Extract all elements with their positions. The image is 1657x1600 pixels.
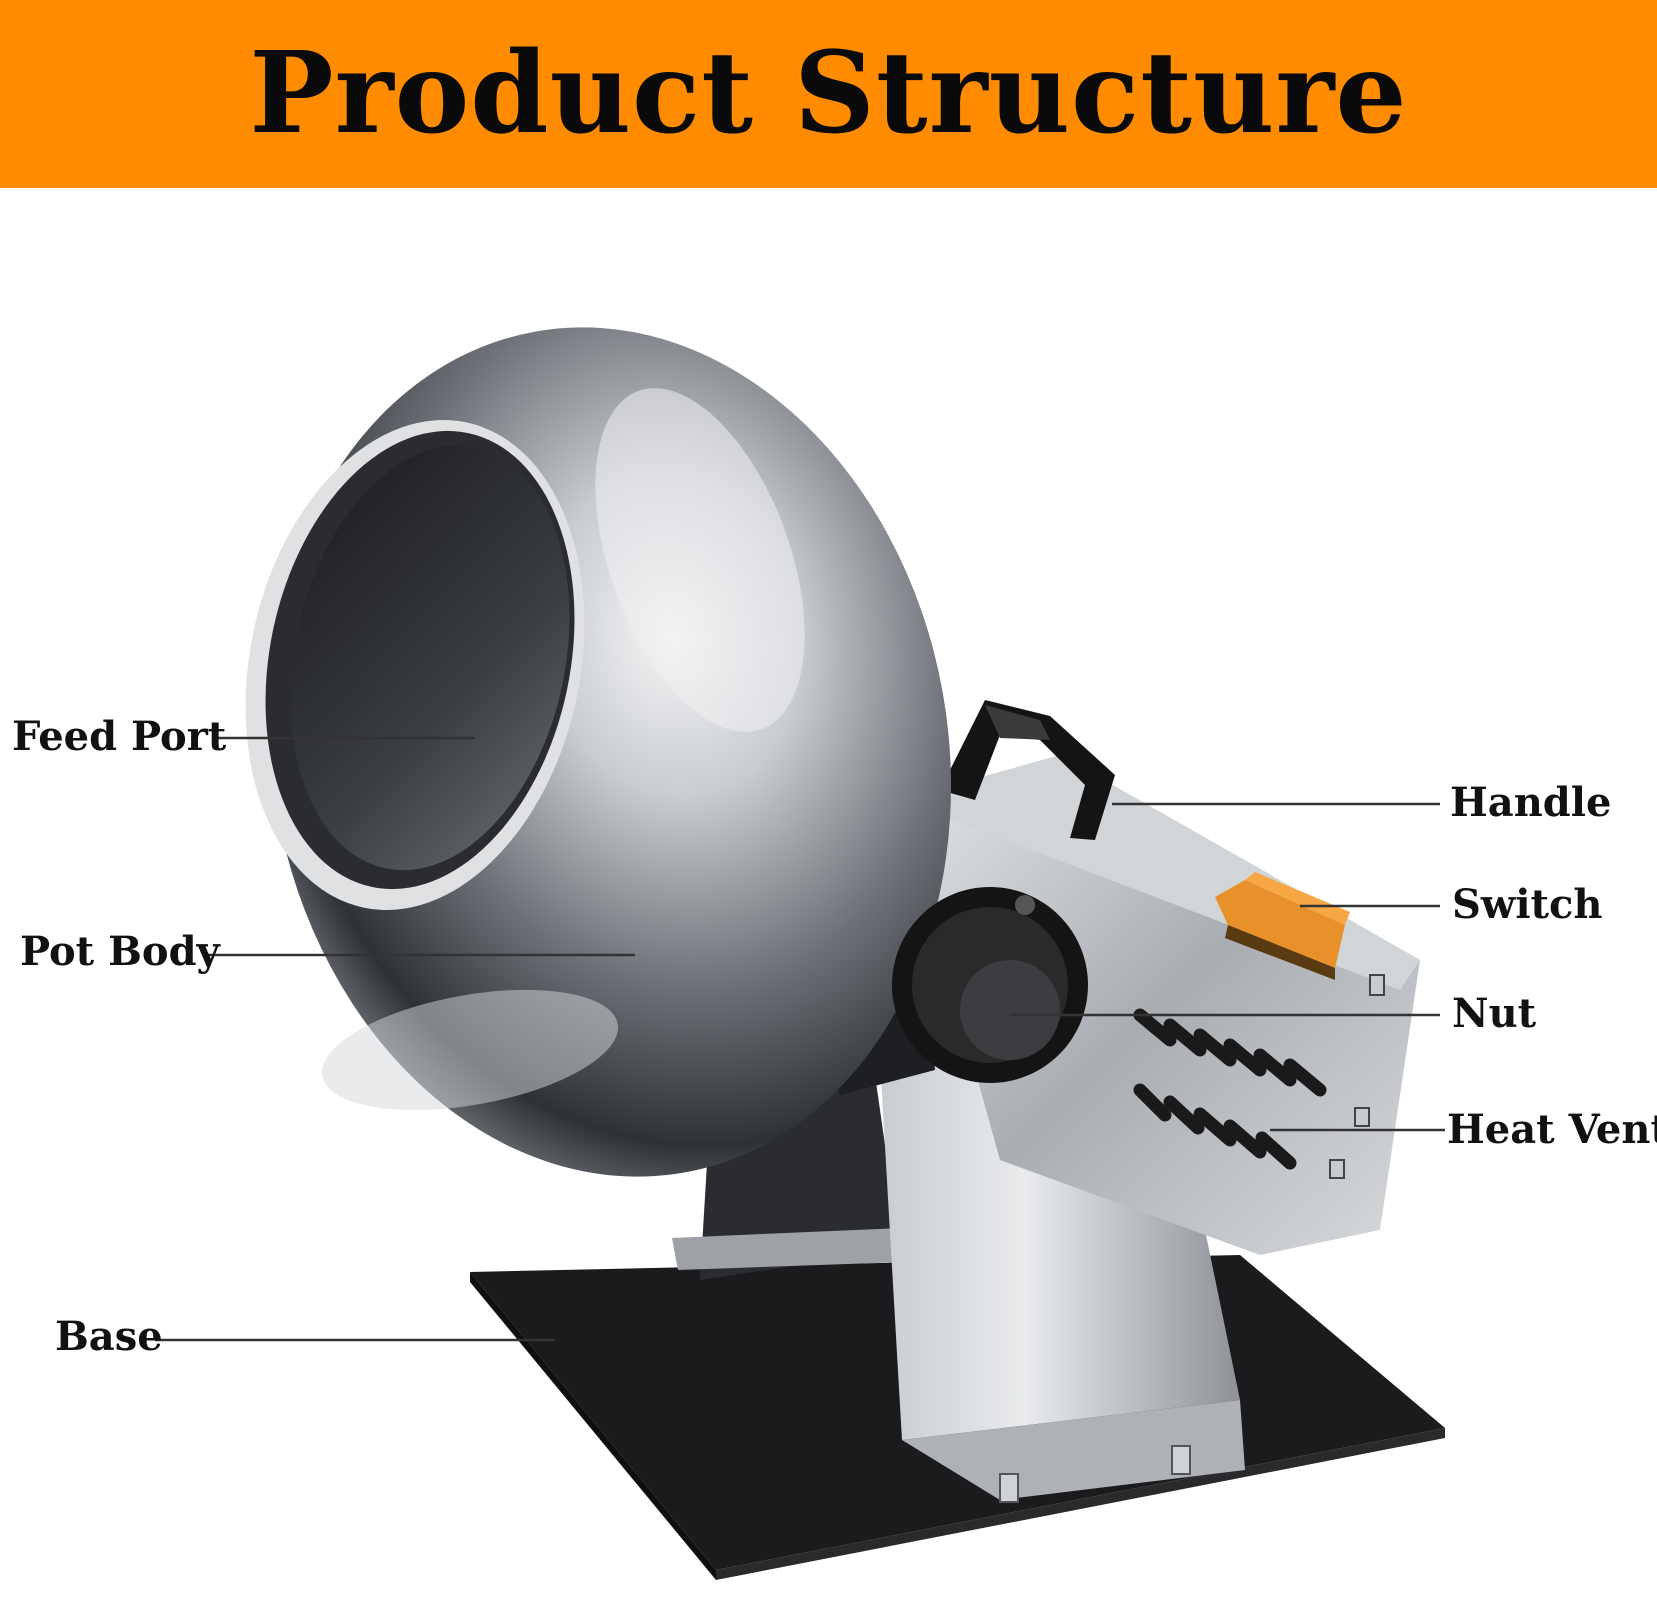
nut-knob [892, 887, 1088, 1083]
label-feed-port: Feed Port [12, 713, 227, 760]
page-title: Product Structure [249, 28, 1408, 159]
handle [940, 700, 1115, 840]
label-handle: Handle [1450, 779, 1612, 826]
switch [1215, 872, 1350, 980]
feed-port [245, 420, 585, 910]
label-switch: Switch [1452, 881, 1603, 928]
heat-vent-slots [1133, 1008, 1327, 1170]
label-heat-vent: Heat Vent [1447, 1106, 1657, 1153]
post-foot [672, 1228, 905, 1270]
label-pot-body: Pot Body [20, 928, 220, 975]
leader-lines [155, 736, 1445, 1342]
label-base: Base [55, 1313, 163, 1360]
title-banner: Product Structure [0, 0, 1657, 188]
label-nut: Nut [1452, 990, 1537, 1037]
